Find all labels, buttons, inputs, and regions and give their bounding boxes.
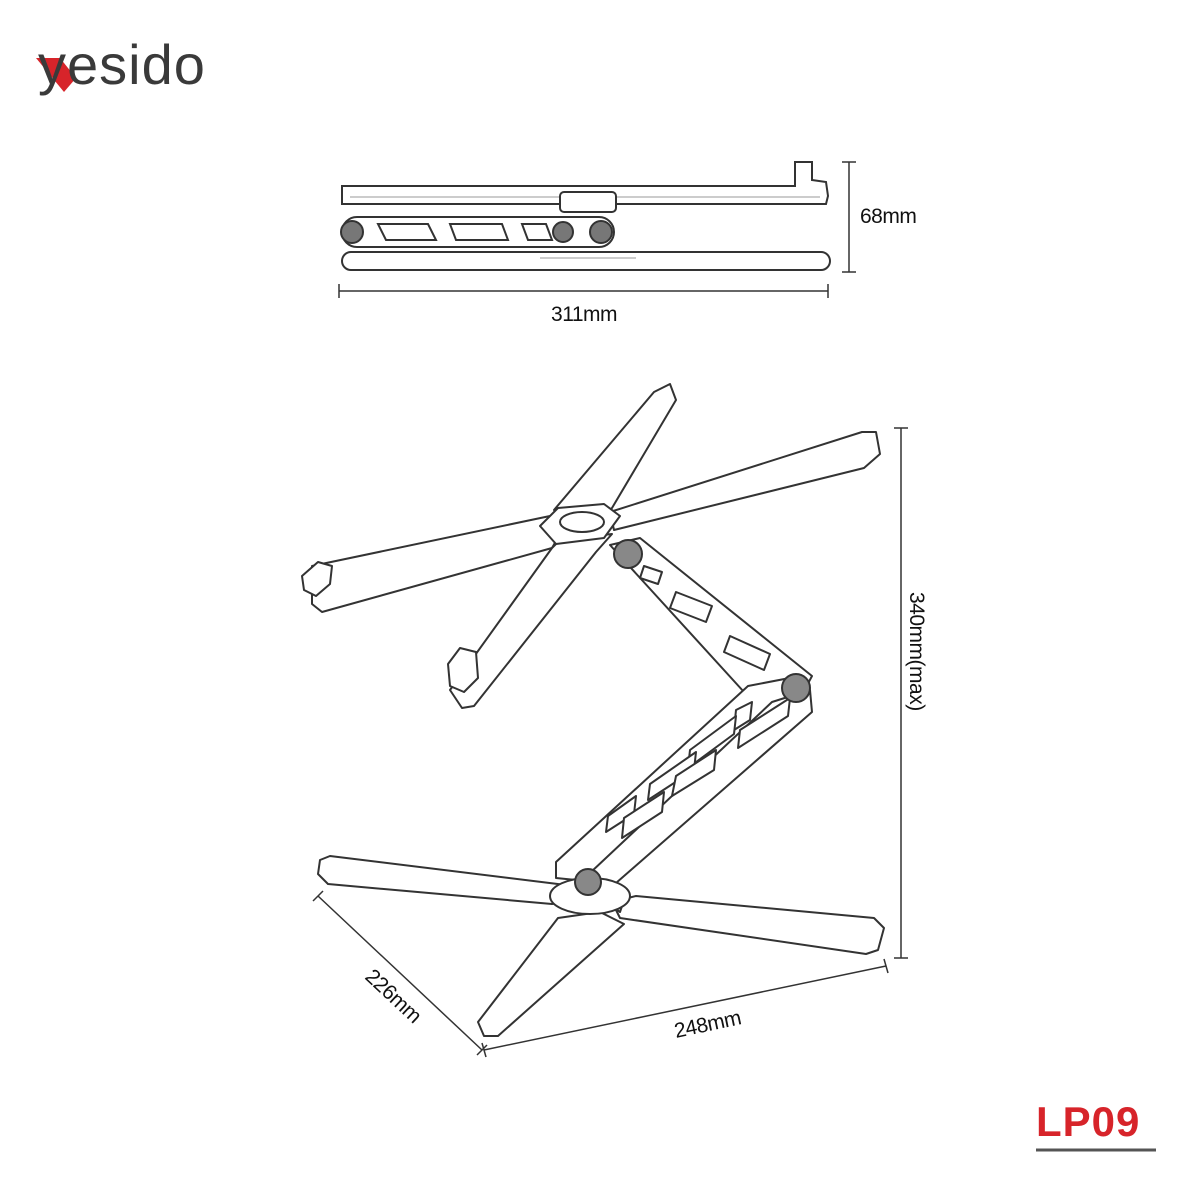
tray-bar-front bbox=[449, 533, 613, 709]
tray-hub-cap bbox=[559, 511, 605, 533]
model-badge: LP09 bbox=[1036, 1098, 1156, 1152]
base-hinge bbox=[574, 868, 602, 896]
arm-slot bbox=[621, 791, 665, 839]
folded-slot bbox=[520, 223, 554, 241]
max-height-dimension bbox=[894, 427, 908, 959]
tray-lip-left bbox=[301, 561, 333, 597]
base-leg-front bbox=[477, 911, 625, 1037]
logo-accent-mark bbox=[36, 58, 76, 92]
folded-slot bbox=[376, 223, 438, 241]
arm-slot bbox=[669, 591, 713, 623]
folded-slot bbox=[448, 223, 510, 241]
brand-logo: yesido bbox=[36, 33, 206, 96]
depth-label: 226mm bbox=[361, 965, 426, 1028]
arm-slot bbox=[671, 749, 717, 797]
base-leg-left bbox=[317, 855, 577, 905]
folded-hinge-left bbox=[340, 220, 364, 244]
folded-hub bbox=[559, 191, 617, 213]
unfolded-stand bbox=[301, 383, 885, 1037]
elbow-hinge bbox=[781, 673, 811, 703]
max-height-label: 340mm(max) bbox=[905, 592, 928, 711]
folded-height-dimension bbox=[842, 161, 856, 273]
arm-slot bbox=[737, 697, 791, 749]
tray-bar-right bbox=[609, 431, 881, 531]
brand-name: yesido bbox=[38, 33, 206, 96]
folded-hinge-mid bbox=[552, 221, 574, 243]
tray-lip-front bbox=[447, 647, 479, 693]
width-label: 311mm bbox=[551, 303, 617, 326]
depth-dimension bbox=[312, 890, 488, 1056]
folded-side-view bbox=[340, 161, 831, 271]
folded-height-label: 68mm bbox=[860, 205, 916, 228]
folded-hinge-right bbox=[589, 220, 613, 244]
width-dimension bbox=[338, 284, 829, 298]
base-leg-right bbox=[611, 895, 885, 955]
arm-slot bbox=[723, 635, 771, 671]
folded-base-plate bbox=[341, 251, 831, 271]
arm-slot bbox=[639, 565, 663, 585]
upper-hinge bbox=[613, 539, 643, 569]
base-width-label: 248mm bbox=[672, 1006, 743, 1043]
base-width-dimension bbox=[481, 958, 889, 1058]
model-code: LP09 bbox=[1036, 1098, 1140, 1145]
